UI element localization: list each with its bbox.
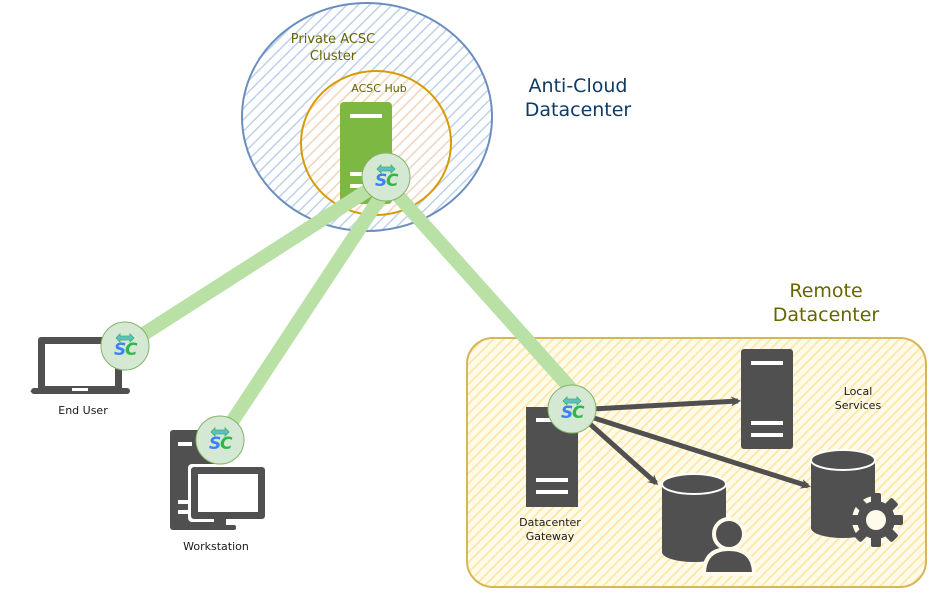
arrow-to-user-db xyxy=(588,422,659,485)
hub-sc-badge-icon xyxy=(361,152,411,202)
local-services-label-line1: Local xyxy=(843,385,873,398)
private-cluster-label: Private ACSC Cluster xyxy=(268,31,398,65)
acsc-hub-label: ACSC Hub xyxy=(351,82,407,95)
remote-dc-label-line2: Datacenter xyxy=(772,304,880,326)
arrow-to-server xyxy=(591,396,741,412)
user-database-icon xyxy=(661,473,757,576)
service-arrows xyxy=(588,396,811,489)
end-user-label: End User xyxy=(58,404,108,417)
end-user-sc-badge-icon xyxy=(100,321,150,371)
link-gateway xyxy=(387,185,578,395)
link-end-user xyxy=(121,181,377,352)
arrow-to-config-db xyxy=(593,415,811,489)
gateway-label-line1: Datacenter xyxy=(519,516,581,529)
remote-dc-label-line1: Remote xyxy=(789,280,863,302)
remote-datacenter-label: Remote Datacenter xyxy=(750,279,902,327)
local-server-icon xyxy=(741,349,793,449)
anti-cloud-label-line1: Anti-Cloud xyxy=(528,75,628,97)
local-services-label-line2: Services xyxy=(834,399,882,412)
config-database-icon xyxy=(810,449,903,547)
private-cluster-label-line1: Private ACSC xyxy=(290,32,376,47)
gateway-label: Datacenter Gateway xyxy=(500,516,600,544)
private-cluster-label-line2: Cluster xyxy=(309,49,357,64)
anti-cloud-label-line2: Datacenter xyxy=(524,99,632,121)
local-services-label: Local Services xyxy=(818,385,898,413)
workstation-sc-badge-icon xyxy=(195,415,245,465)
tunnel-links xyxy=(121,181,578,444)
anti-cloud-datacenter-label: Anti-Cloud Datacenter xyxy=(500,74,656,122)
gateway-label-line2: Gateway xyxy=(525,530,575,543)
link-workstation xyxy=(214,186,391,444)
gateway-sc-badge-icon xyxy=(547,384,597,434)
workstation-label: Workstation xyxy=(183,540,249,553)
workstation-icon xyxy=(170,430,268,530)
